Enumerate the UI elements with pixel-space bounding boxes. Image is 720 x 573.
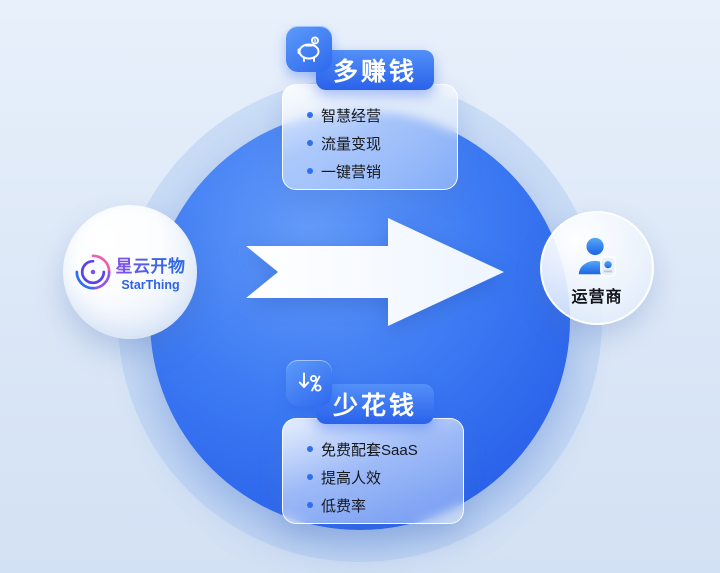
- flow-arrow-icon: [246, 218, 504, 326]
- top-card-title-badge: 多赚钱: [316, 50, 434, 90]
- starthing-node: 星云开物 StarThing: [63, 205, 197, 339]
- starthing-swirl-icon: [74, 254, 111, 290]
- starthing-logo-text: 星云开物 StarThing: [116, 252, 186, 292]
- bottom-card: 免费配套SaaS 提高人效 低费率: [282, 418, 464, 524]
- top-card: 智慧经营 流量变现 一键营销: [282, 84, 458, 190]
- list-item-label: 低费率: [321, 497, 367, 515]
- bullet-dot: [307, 140, 313, 146]
- list-item: 一键营销: [307, 157, 457, 185]
- list-item-label: 提高人效: [321, 469, 382, 487]
- list-item-label: 免费配套SaaS: [321, 441, 418, 459]
- list-item-label: 流量变现: [321, 135, 382, 153]
- bullet-dot: [307, 446, 313, 452]
- list-item: 低费率: [307, 491, 463, 519]
- list-item: 智慧经营: [307, 101, 457, 129]
- list-item: 提高人效: [307, 463, 463, 491]
- list-item-label: 一键营销: [321, 163, 382, 181]
- bottom-card-title-badge: 少花钱: [316, 384, 434, 424]
- operator-node: 运营商: [540, 211, 654, 325]
- logo-title: 星云开物: [116, 252, 186, 277]
- logo-subtitle: StarThing: [121, 278, 180, 292]
- bullet-dot: [307, 112, 313, 118]
- bullet-dot: [307, 502, 313, 508]
- bullet-dot: [307, 474, 313, 480]
- piggy-bank-icon: [286, 26, 332, 72]
- bottom-card-title: 少花钱: [332, 392, 417, 420]
- operator-label: 运营商: [571, 288, 623, 306]
- top-card-title: 多赚钱: [332, 58, 417, 86]
- list-item-label: 智慧经营: [321, 107, 382, 125]
- operator-person-icon: [578, 237, 616, 277]
- list-item: 免费配套SaaS: [307, 435, 463, 463]
- list-item: 流量变现: [307, 129, 457, 157]
- discount-percent-down-icon: [286, 360, 332, 406]
- bullet-dot: [307, 168, 313, 174]
